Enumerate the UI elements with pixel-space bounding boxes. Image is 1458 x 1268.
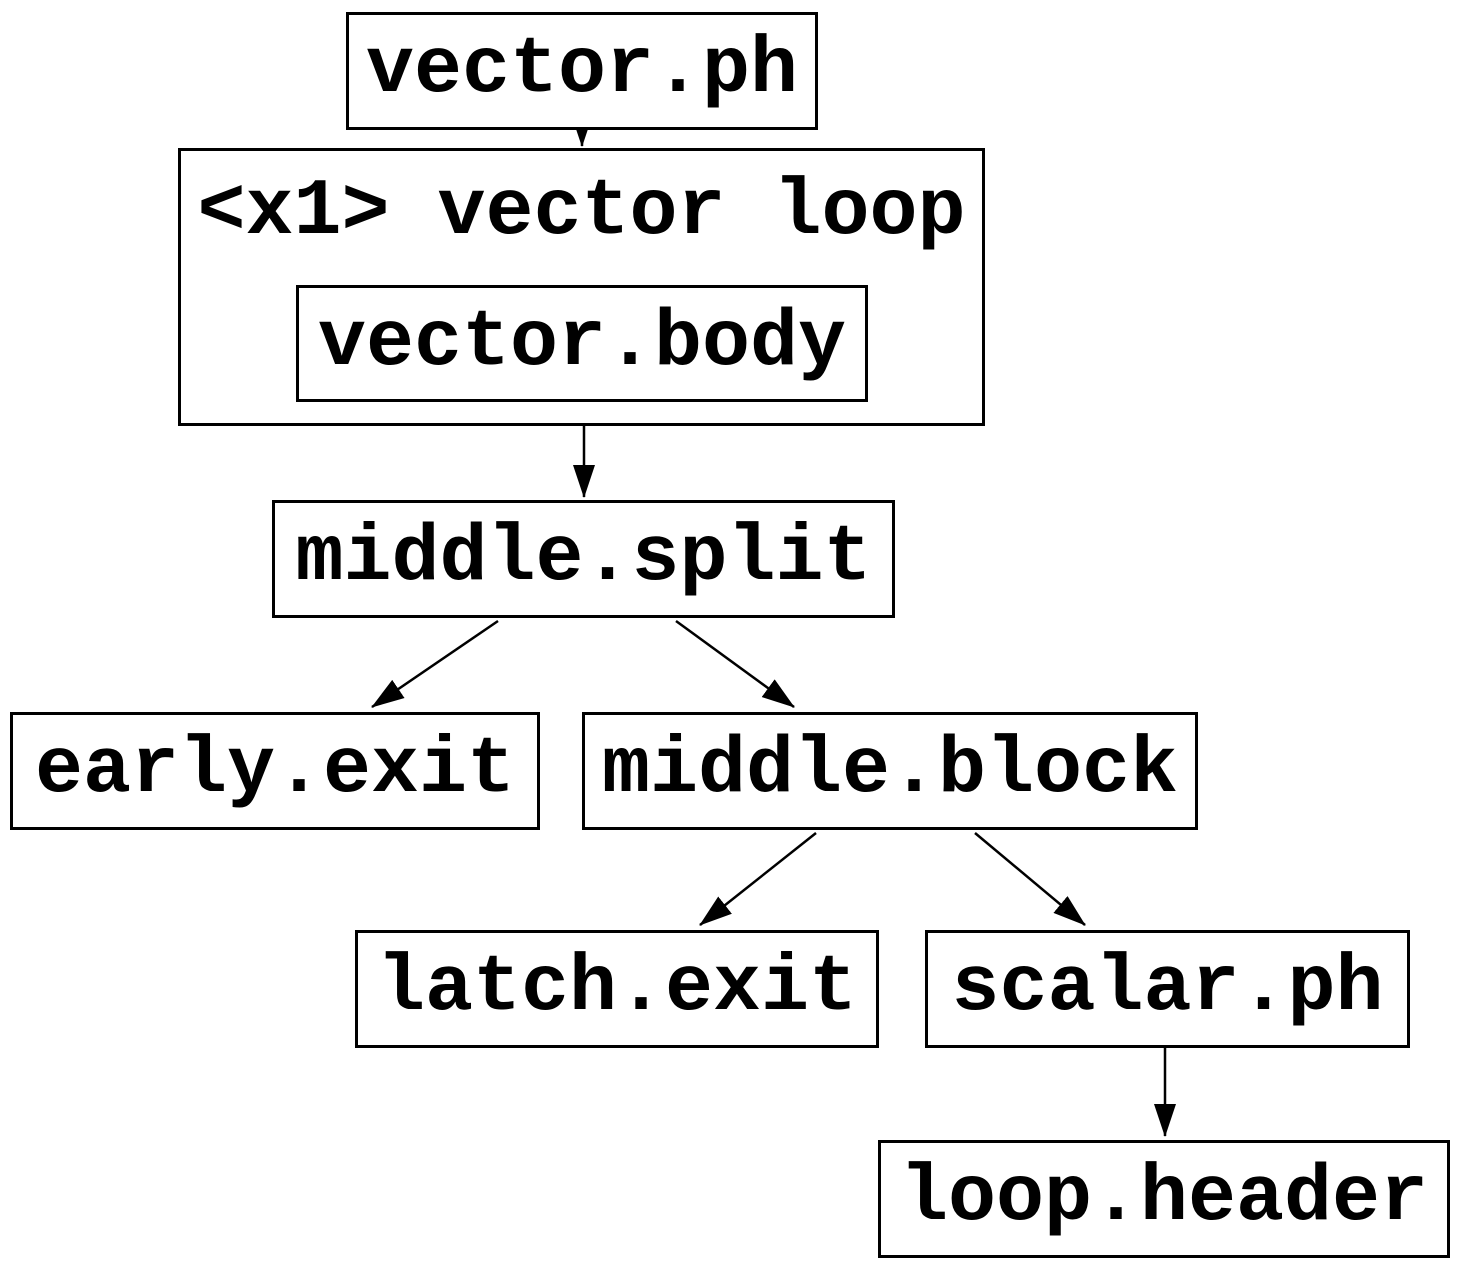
cluster-vector-loop: <x1> vector loop vector.body <box>178 148 985 426</box>
node-latch-exit: latch.exit <box>355 930 879 1048</box>
node-vector-body: vector.body <box>296 285 868 402</box>
node-vector-ph-label: vector.ph <box>365 25 799 116</box>
node-middle-split: middle.split <box>272 500 895 618</box>
edge-middle-block-to-latch-exit <box>699 832 817 926</box>
node-latch-exit-label: latch.exit <box>376 943 858 1034</box>
node-vector-ph: vector.ph <box>346 12 818 130</box>
node-vector-body-label: vector.body <box>317 297 847 389</box>
node-scalar-ph: scalar.ph <box>925 930 1410 1048</box>
edge-middle-block-to-scalar-ph <box>974 832 1086 926</box>
node-loop-header-label: loop.header <box>899 1153 1429 1244</box>
node-early-exit: early.exit <box>10 712 540 830</box>
edge-middle-split-to-middle-block <box>675 619 795 709</box>
node-scalar-ph-label: scalar.ph <box>951 943 1384 1034</box>
node-middle-block: middle.block <box>582 712 1198 830</box>
node-middle-split-label: middle.split <box>295 513 872 604</box>
node-loop-header: loop.header <box>878 1140 1450 1258</box>
cluster-vector-loop-label: <x1> vector loop <box>197 167 966 258</box>
node-middle-block-label: middle.block <box>601 725 1179 816</box>
node-early-exit-label: early.exit <box>34 725 516 816</box>
edge-middle-split-to-early-exit <box>371 619 499 709</box>
